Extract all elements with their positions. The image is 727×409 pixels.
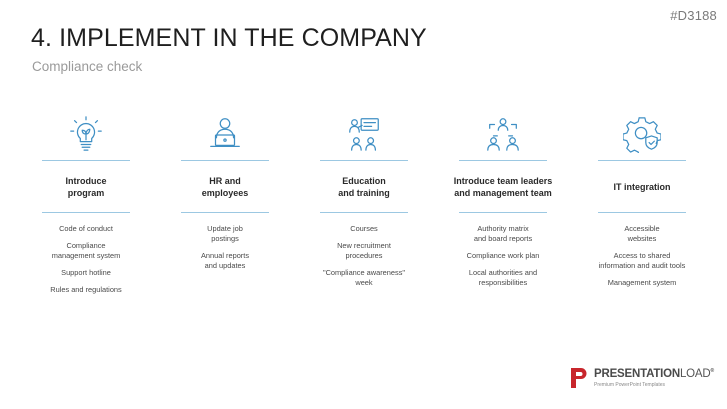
team-hierarchy-icon	[484, 115, 522, 153]
column-heading: IT integration	[613, 181, 671, 192]
list-item: Accessible websites	[624, 224, 660, 243]
list-item: Local authorities and responsibilities	[468, 267, 538, 287]
divider-top	[459, 160, 547, 161]
item-list: Authority matrix and board reports Compl…	[449, 224, 557, 295]
list-item: Access to shared information and audit t…	[598, 250, 686, 270]
columns: Introduce program Code of conduct Compli…	[34, 110, 698, 310]
divider-bottom	[459, 212, 547, 213]
item-list: Code of conduct Compliance management sy…	[32, 224, 140, 302]
divider-top	[42, 160, 130, 161]
column-heading: Education and training	[338, 175, 390, 198]
divider-top	[181, 160, 269, 161]
list-item: Update job postings	[207, 224, 243, 243]
divider-bottom	[320, 212, 408, 213]
list-item: Support hotline	[61, 267, 111, 277]
person-laptop-icon	[206, 115, 244, 153]
item-list: Update job postings Annual reports and u…	[171, 224, 279, 278]
list-item: Compliance management system	[51, 240, 121, 260]
list-item: Rules and regulations	[50, 284, 122, 294]
list-item: Code of conduct	[59, 224, 113, 233]
divider-bottom	[181, 212, 269, 213]
divider-bottom	[598, 212, 686, 213]
list-item: "Compliance awareness" week	[322, 267, 406, 287]
list-item: New recruitment procedures	[337, 240, 391, 260]
list-item: Courses	[350, 224, 378, 233]
list-item: Annual reports and updates	[200, 250, 250, 270]
lightbulb-leaf-icon	[67, 115, 105, 153]
presentationload-logo: PRESENTATIONLOAD® Premium PowerPoint Tem…	[570, 365, 720, 393]
brand-name-bold: PRESENTATION	[594, 368, 680, 380]
training-presentation-icon	[345, 115, 383, 153]
list-item: Authority matrix and board reports	[473, 224, 533, 243]
item-list: Courses New recruitment procedures "Comp…	[310, 224, 418, 295]
divider-top	[320, 160, 408, 161]
brand-name-light: LOAD	[679, 368, 711, 380]
list-item: Compliance work plan	[466, 250, 540, 260]
divider-top	[598, 160, 686, 161]
brand-name: PRESENTATIONLOAD®	[594, 368, 714, 380]
brand-tagline: Premium PowerPoint Templates	[594, 382, 666, 388]
page-title: 4. IMPLEMENT IN THE COMPANY	[31, 24, 427, 52]
brand-mark-icon	[571, 368, 587, 388]
slide-id: #D3188	[670, 8, 717, 23]
divider-bottom	[42, 212, 130, 213]
column-heading: Introduce program	[65, 175, 107, 198]
column-heading: HR and employees	[201, 175, 249, 198]
list-item: Management system	[607, 277, 677, 287]
column-heading: Introduce team leaders and management te…	[453, 175, 553, 198]
registered-mark: ®	[710, 368, 715, 375]
page-subtitle: Compliance check	[32, 59, 143, 74]
item-list: Accessible websites Access to shared inf…	[588, 224, 696, 295]
gear-shield-icon	[623, 115, 661, 153]
